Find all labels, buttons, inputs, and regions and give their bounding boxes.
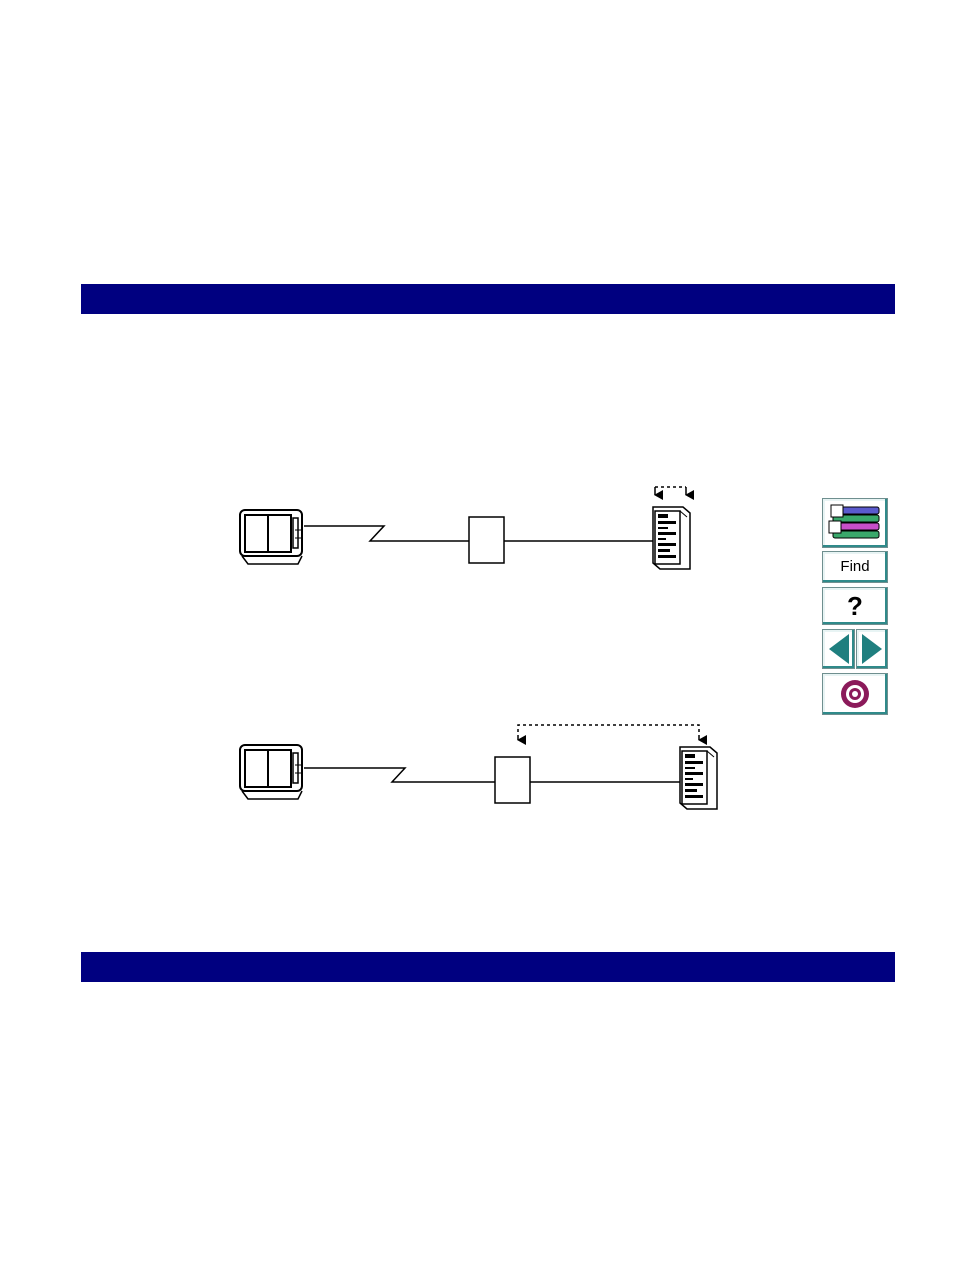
right-arrow-icon	[862, 634, 882, 664]
next-page-button[interactable]	[856, 629, 888, 669]
diagram-row-2	[239, 724, 718, 810]
server-tower-icon	[652, 506, 691, 570]
question-icon: ?	[847, 591, 863, 621]
proxy-box	[494, 756, 531, 804]
client-terminal-icon	[239, 744, 303, 800]
find-button[interactable]: Find	[822, 551, 888, 583]
wan-link-line	[304, 767, 495, 783]
target-icon	[841, 680, 869, 708]
proxy-box	[468, 516, 505, 564]
dotted-connector	[517, 724, 700, 738]
find-label: Find	[840, 558, 870, 575]
client-terminal-icon	[239, 509, 303, 565]
exit-button[interactable]	[822, 673, 888, 715]
server-tower-icon	[679, 746, 718, 810]
wan-link-line	[304, 525, 469, 542]
books-icon	[828, 504, 880, 539]
library-button[interactable]	[822, 498, 888, 548]
left-arrow-icon	[829, 634, 849, 664]
section-rule-bottom	[81, 952, 895, 982]
diagram-row-1	[239, 486, 694, 570]
previous-page-button[interactable]	[822, 629, 855, 669]
help-button[interactable]: ?	[822, 587, 888, 625]
section-rule-top	[81, 284, 895, 314]
